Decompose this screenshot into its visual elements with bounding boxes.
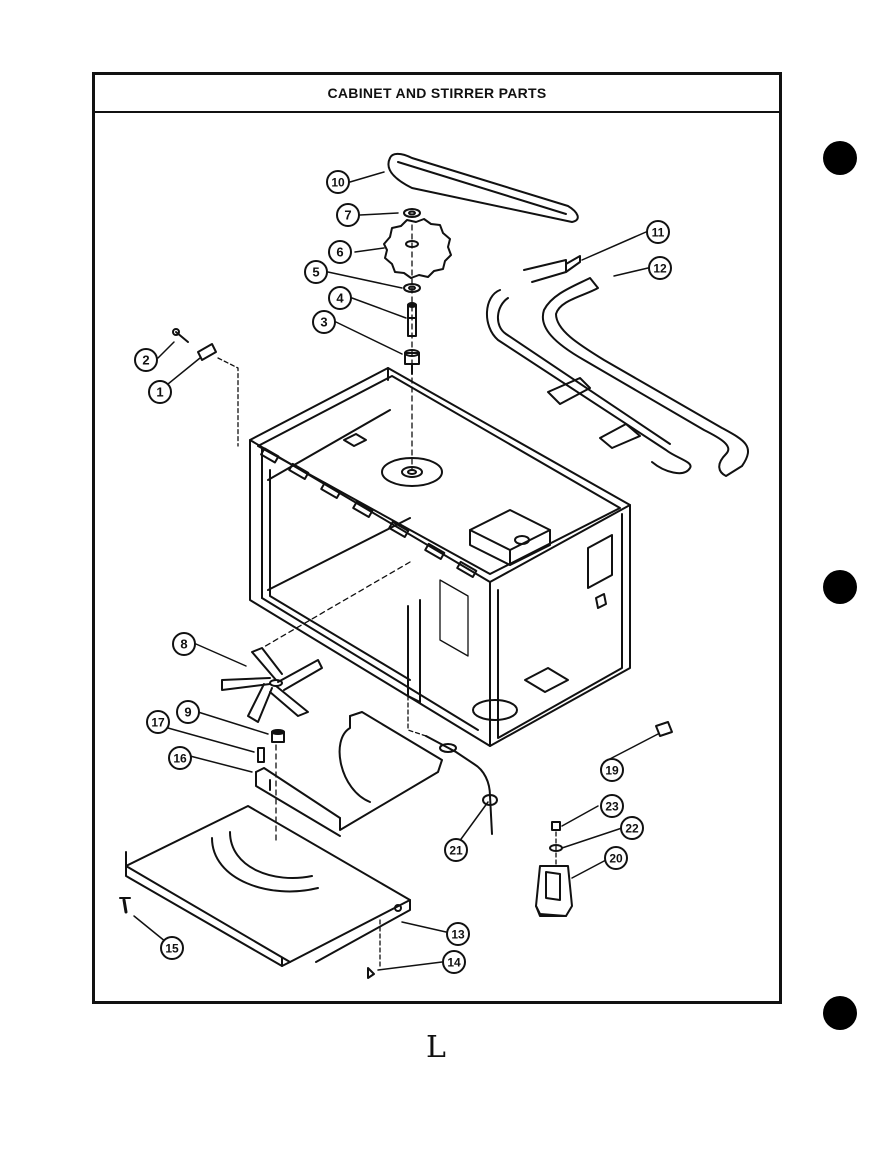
callout-number-20: 20 bbox=[609, 852, 623, 866]
fan-hub-parts bbox=[257, 729, 285, 841]
callout-number-21: 21 bbox=[449, 844, 463, 858]
callout-circle-9 bbox=[176, 700, 200, 724]
callout-number-22: 22 bbox=[625, 822, 639, 836]
title-bar: CABINET AND STIRRER PARTS bbox=[95, 75, 779, 113]
callout-number-11: 11 bbox=[652, 226, 665, 240]
callout-circle-22 bbox=[620, 816, 644, 840]
binder-hole-middle bbox=[823, 570, 857, 604]
callout-number-5: 5 bbox=[312, 265, 319, 280]
callout-circle-15 bbox=[160, 936, 184, 960]
callout-number-12: 12 bbox=[653, 262, 667, 276]
callout-number-1: 1 bbox=[156, 385, 163, 400]
callout-number-6: 6 bbox=[336, 245, 343, 260]
callout-number-15: 15 bbox=[165, 942, 179, 956]
callout-number-14: 14 bbox=[447, 956, 461, 970]
callout-number-2: 2 bbox=[142, 353, 149, 368]
binder-hole-bottom bbox=[823, 996, 857, 1030]
callout-number-3: 3 bbox=[320, 315, 327, 330]
washer-top bbox=[403, 208, 421, 218]
binder-hole-top bbox=[823, 141, 857, 175]
gasket-strip bbox=[541, 277, 749, 477]
callout-circle-21 bbox=[444, 838, 468, 862]
switch-assembly bbox=[535, 821, 573, 917]
diagram-title: CABINET AND STIRRER PARTS bbox=[327, 85, 547, 101]
callout-number-13: 13 bbox=[451, 928, 465, 942]
cabinet-frame bbox=[249, 367, 631, 747]
stirrer-fan bbox=[221, 647, 323, 723]
small-clip bbox=[655, 721, 673, 737]
callout-circle-14 bbox=[442, 950, 466, 974]
bracket-and-screw bbox=[172, 328, 239, 447]
leader-lines bbox=[133, 171, 659, 971]
callout-circle-6 bbox=[328, 240, 352, 264]
callout-circle-4 bbox=[328, 286, 352, 310]
callout-circle-8 bbox=[172, 632, 196, 656]
callout-number-8: 8 bbox=[180, 637, 187, 652]
callout-number-10: 10 bbox=[331, 176, 345, 190]
stirrer-gear bbox=[383, 218, 452, 279]
callout-number-4: 4 bbox=[336, 291, 344, 306]
choke-frame bbox=[485, 255, 692, 475]
callout-circle-2 bbox=[134, 348, 158, 372]
callout-circle-23 bbox=[600, 794, 624, 818]
callout-circle-19 bbox=[600, 758, 624, 782]
callout-number-19: 19 bbox=[605, 764, 619, 778]
callout-circle-3 bbox=[312, 310, 336, 334]
bottom-plate bbox=[125, 805, 411, 967]
callout-circle-12 bbox=[648, 256, 672, 280]
drive-belt bbox=[387, 152, 579, 223]
callout-circle-16 bbox=[168, 746, 192, 770]
callout-circle-5 bbox=[304, 260, 328, 284]
callout-circle-20 bbox=[604, 846, 628, 870]
callout-number-16: 16 bbox=[173, 752, 187, 766]
callout-number-23: 23 bbox=[605, 800, 619, 814]
callout-circle-17 bbox=[146, 710, 170, 734]
callout-circle-13 bbox=[446, 922, 470, 946]
callout-number-9: 9 bbox=[184, 705, 191, 720]
callout-circle-10 bbox=[326, 170, 350, 194]
shelf-bracket bbox=[255, 711, 443, 837]
thermal-cable bbox=[407, 695, 498, 835]
callout-circle-7 bbox=[336, 203, 360, 227]
page-mark: L bbox=[426, 1030, 446, 1065]
callout-number-17: 17 bbox=[151, 716, 165, 730]
screws bbox=[119, 897, 381, 979]
callout-circle-1 bbox=[148, 380, 172, 404]
callout-circle-11 bbox=[646, 220, 670, 244]
diagram-frame: CABINET AND STIRRER PARTS bbox=[92, 72, 782, 1004]
callout-number-7: 7 bbox=[344, 208, 351, 223]
